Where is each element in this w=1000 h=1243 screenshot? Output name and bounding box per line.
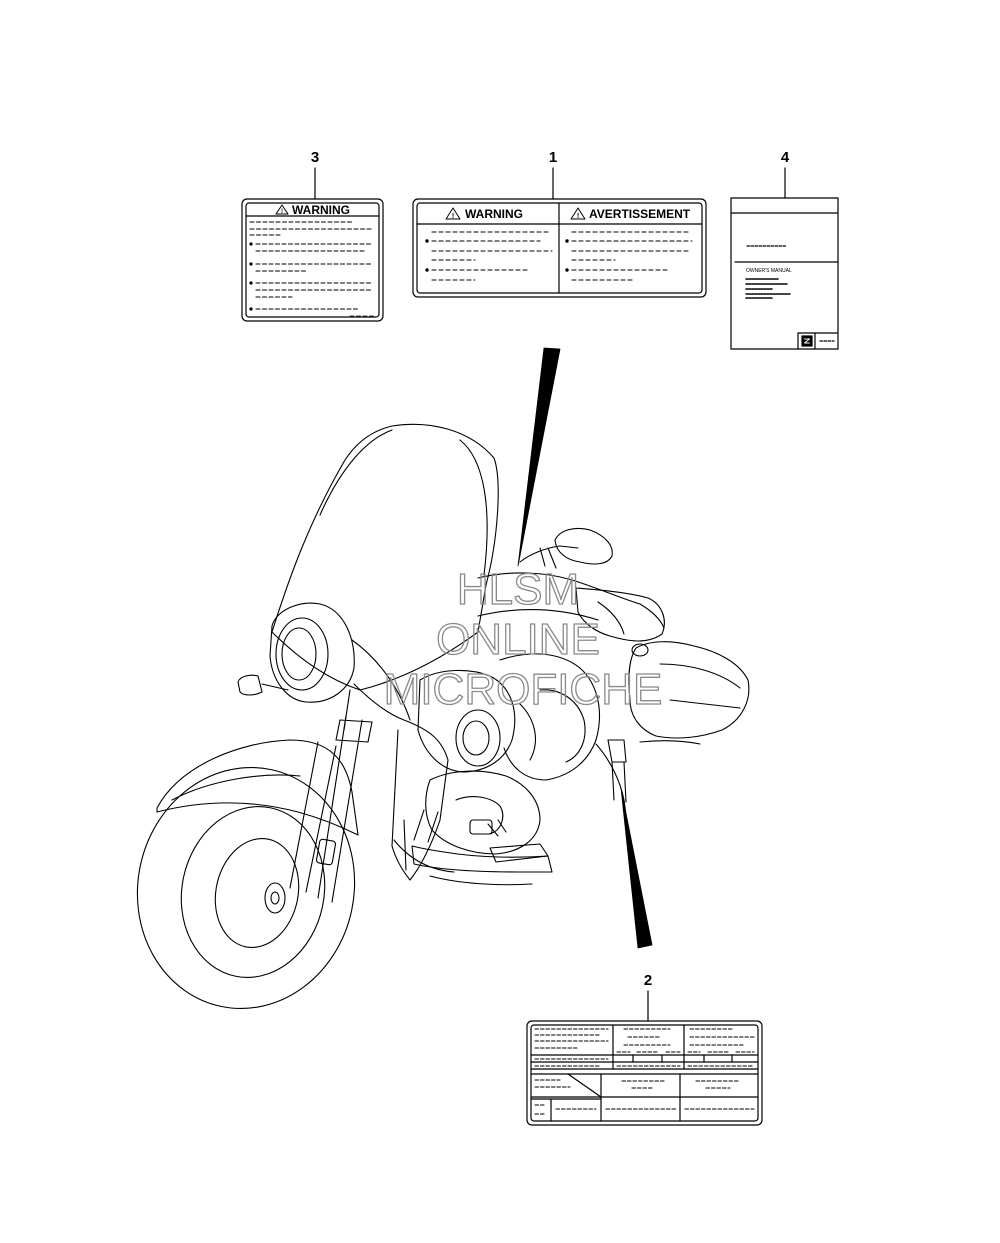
motorcycle-illustration	[136, 423, 750, 1010]
callout-2[interactable]: 2	[644, 972, 652, 1022]
svg-text:!: !	[281, 209, 283, 215]
label-1-warning-avertissement-label[interactable]: ! WARNING ! AVERTISSEMENT	[412, 198, 707, 298]
callout-3-number: 3	[311, 149, 319, 166]
fairing	[353, 683, 449, 881]
headlight	[275, 617, 329, 691]
mirror	[554, 527, 613, 565]
callout-2-number: 2	[644, 972, 652, 989]
callout-3[interactable]: 3	[311, 149, 319, 200]
warning-triangle-icon	[570, 207, 586, 220]
callout-1[interactable]: 1	[549, 149, 557, 200]
callout-4-number: 4	[781, 149, 790, 166]
pointer-label-1	[517, 347, 561, 567]
svg-text:!: !	[577, 213, 579, 220]
headlight-nacelle	[269, 602, 355, 703]
svg-text:!: !	[452, 213, 454, 220]
owners-manual-text: OWNER'S MANUAL	[746, 268, 792, 274]
front-turn-signal	[237, 674, 263, 696]
warning-triangle-icon	[275, 204, 289, 215]
engine-cylinder-front	[417, 669, 516, 773]
watermark-line-3: MICROFICHE	[384, 665, 663, 714]
watermark: HLSM ONLINE MICROFICHE	[383, 564, 663, 714]
front-fork	[289, 741, 337, 893]
label-3-heading: WARNING	[292, 203, 350, 217]
front-wheel	[136, 766, 356, 1010]
label-4-owners-manual[interactable]: OWNER'S MANUAL	[730, 197, 839, 350]
label-3-warning-label[interactable]: ! WARNING	[241, 198, 384, 322]
front-fender	[156, 739, 359, 836]
label-1-heading-fr: AVERTISSEMENT	[589, 207, 691, 221]
warning-triangle-icon	[445, 207, 461, 220]
footboard	[489, 843, 549, 863]
label-2-info-label[interactable]	[526, 1020, 763, 1126]
exhaust-pipe	[411, 845, 553, 873]
callout-4[interactable]: 4	[781, 149, 790, 199]
label-1-heading-en: WARNING	[465, 207, 523, 221]
watermark-line-1: HLSM	[457, 565, 579, 614]
crankcase	[425, 770, 541, 855]
watermark-line-2: ONLINE	[436, 615, 600, 664]
pointer-label-2	[620, 787, 653, 949]
engine-cylinder-rear	[499, 653, 601, 781]
saddlebag	[628, 641, 750, 739]
seat	[575, 587, 665, 642]
callout-1-number: 1	[549, 149, 557, 166]
